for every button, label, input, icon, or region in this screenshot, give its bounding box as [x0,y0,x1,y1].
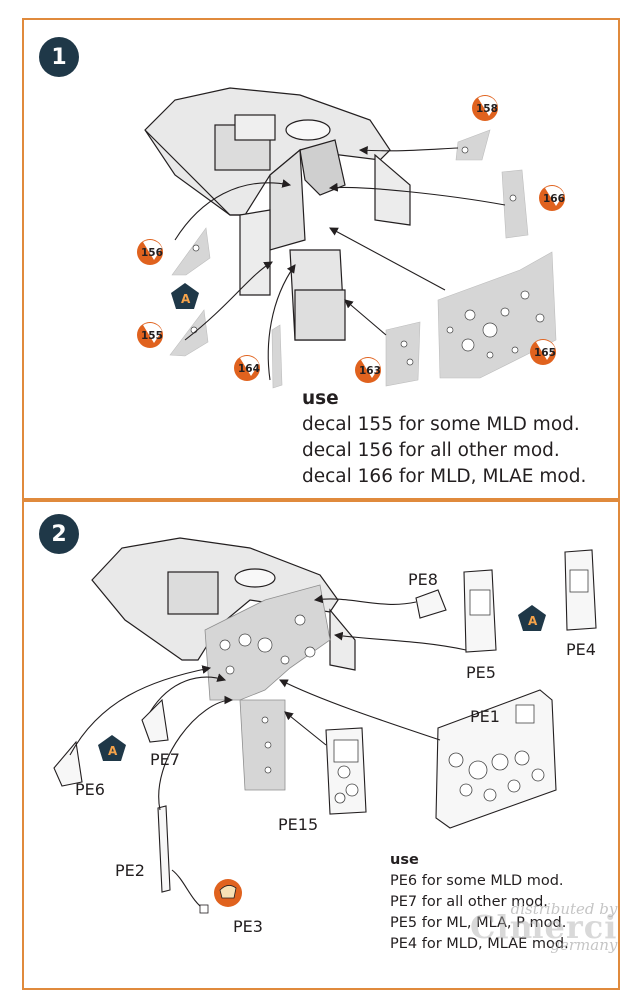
svg-text:165: 165 [534,347,556,359]
cockpit-body-step1 [144,87,411,341]
pe1-label: PE1 [470,707,500,726]
pe3-icon-badge [199,879,242,914]
decal-158-part [455,129,491,161]
note-line: PE6 for some MLD mod. [390,873,564,889]
decal-badges-step1: 158 166 156 155 164 163 [137,95,565,383]
decal-164-part [271,324,283,389]
decal-163-part [385,321,421,387]
decal-155-part [169,309,209,357]
svg-text:A: A [528,614,538,628]
step-2-usage-note: use PE6 for some MLD mod. PE7 for all ot… [390,850,569,955]
pe2-label: PE2 [115,861,145,880]
note-line: decal 155 for some MLD mod. [302,414,580,435]
decal-156-badge: 156 [137,239,163,265]
decal-164-badge: 164 [234,355,260,381]
variant-a-badge-step2-left: A [98,735,126,761]
svg-text:163: 163 [359,365,381,377]
decal-155-badge: 155 [137,322,163,348]
svg-text:A: A [108,744,118,758]
variant-a-badge-step2-right: A [518,605,546,631]
svg-text:158: 158 [476,103,498,115]
decal-156-part [171,227,211,276]
step-1-badge: 1 [39,37,79,77]
decal-166-badge: 166 [539,185,565,211]
step-1-usage-note: use decal 155 for some MLD mod. decal 15… [302,386,586,490]
pe15-label: PE15 [278,815,318,834]
pe7-part [141,698,169,743]
variant-a-badge-step1: A [171,283,199,309]
pe2-part [157,805,171,893]
svg-text:166: 166 [543,193,565,205]
pe7-label: PE7 [150,750,180,769]
svg-text:164: 164 [238,363,260,375]
note-line: decal 156 for all other mod. [302,440,560,461]
decal-166-part [501,169,529,239]
pe4-label: PE4 [566,640,596,659]
note-line: PE5 for ML, MLA, P mod. [390,915,567,931]
decal-163-badge: 163 [355,357,381,383]
pe5-label: PE5 [466,663,496,682]
note-line: decal 166 for MLD, MLAE mod. [302,466,587,487]
pe6-label: PE6 [75,780,105,799]
svg-text:156: 156 [141,247,163,259]
pe8-label: PE8 [408,570,438,589]
pe6-part [53,740,83,787]
decal-165-badge: 165 [530,339,556,365]
decal-158-badge: 158 [472,95,498,121]
note-heading: use [302,388,339,409]
pe8-part [415,589,447,619]
note-line: PE7 for all other mod. [390,894,548,910]
note-heading: use [390,852,419,868]
watermark-line: germany [550,936,618,954]
pe3-label: PE3 [233,917,263,936]
step-2-badge: 2 [39,514,79,554]
distributor-watermark: distributed by Clmerci germany [470,900,617,954]
svg-text:A: A [181,292,191,306]
arrows-step1 [174,145,506,381]
pe-labels: PE8 PE5 PE4 PE1 PE7 PE6 PE15 PE2 PE3 [75,570,596,936]
watermark-line: distributed by [510,900,618,918]
watermark-brand: Clmerci [470,908,618,946]
note-line: PE4 for MLD, MLAE mod. [390,936,569,952]
svg-text:155: 155 [141,330,163,342]
